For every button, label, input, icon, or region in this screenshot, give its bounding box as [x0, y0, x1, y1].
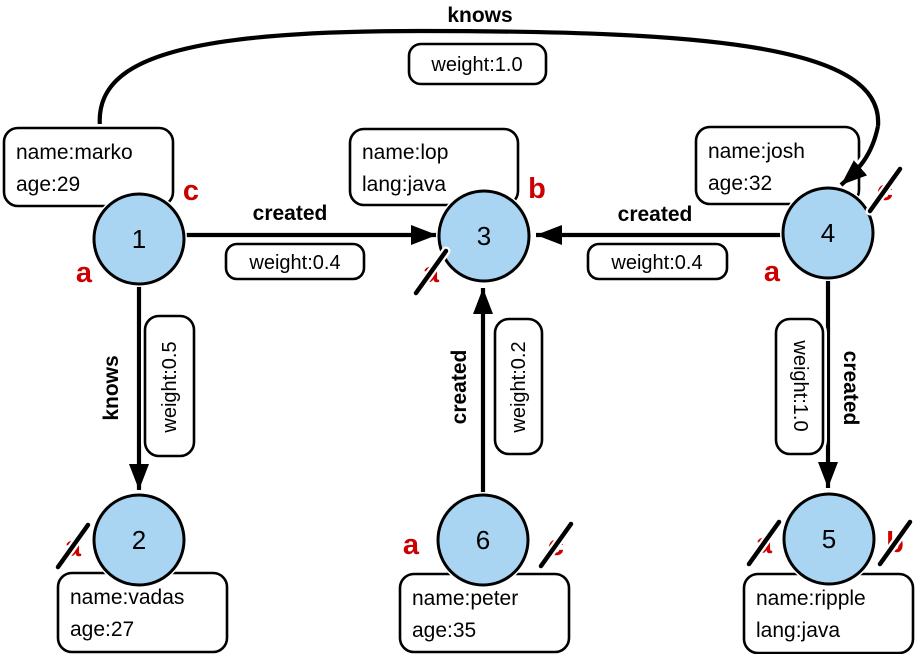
vertex-2: 2	[91, 492, 187, 588]
property-line: name:peter	[412, 587, 518, 610]
weight-box	[143, 314, 196, 458]
weight-box-4-3: weight:0.4	[584, 240, 731, 283]
property-line: age:27	[70, 618, 134, 641]
step-marker-vertex4-a: a	[764, 256, 781, 288]
vertex-4: 4	[780, 185, 876, 281]
weight-label: weight:0.4	[248, 252, 340, 274]
weight-box-4-5: weight:1.0	[772, 315, 827, 458]
weight-label: weight:1.0	[789, 339, 811, 431]
property-line: age:29	[16, 173, 80, 196]
property-line: lang:java	[756, 619, 840, 642]
step-marker-vertex4-c-crossed: c	[865, 164, 905, 216]
weight-box-1-2: weight:0.5	[141, 312, 198, 460]
step-marker-vertex1-a: a	[76, 257, 93, 289]
weight-label: weight:1.0	[430, 54, 522, 76]
property-line: name:josh	[708, 140, 805, 163]
edge-label: created	[618, 203, 693, 226]
cross-out-slash	[746, 519, 782, 567]
property-box	[348, 127, 520, 207]
vertex-circle	[782, 492, 876, 586]
vertex-circle	[92, 192, 186, 286]
step-marker-vertex3-a-crossed: a	[411, 246, 451, 298]
cross-out-slash	[877, 519, 913, 567]
weight-box	[493, 317, 544, 456]
vertex-id: 1	[132, 224, 146, 254]
vertex-1: 1	[91, 191, 187, 287]
weight-box-1-3: weight:0.4	[222, 240, 368, 283]
step-marker-vertex5-b-crossed: b	[875, 517, 915, 569]
vertex-6: 6	[435, 492, 531, 588]
step-marker-vertex6-c-crossed: c	[536, 519, 576, 571]
step-marker-vertex6-a: a	[403, 529, 420, 561]
vertex-id: 2	[132, 525, 146, 555]
property-line: name:vadas	[70, 586, 184, 609]
weight-box	[407, 42, 548, 86]
cross-out-slash	[55, 522, 91, 570]
weight-label: weight:0.2	[508, 341, 530, 433]
edge-label: created	[253, 202, 328, 225]
weight-label: weight:0.5	[159, 341, 181, 433]
vertex-circle	[92, 493, 186, 587]
property-box-lop: name:lop lang:java	[346, 125, 522, 209]
vertex-circle	[436, 493, 530, 587]
property-box	[2, 126, 175, 208]
weight-box-6-3: weight:0.2	[491, 315, 546, 458]
vertex-id: 5	[822, 524, 836, 554]
property-line: lang:java	[362, 173, 446, 196]
property-box-marko: name:marko age:29	[0, 124, 177, 210]
step-marker-vertex2-a-crossed: a	[53, 520, 93, 572]
property-line: age:35	[412, 619, 476, 642]
vertex-id: 6	[476, 525, 490, 555]
edge-arc	[97, 28, 881, 210]
vertex-5: 5	[781, 491, 877, 587]
property-line: name:lop	[362, 141, 448, 164]
property-line: name:marko	[16, 141, 133, 164]
cross-out-slash	[538, 521, 574, 569]
weight-label: weight:0.4	[610, 252, 702, 274]
edge-label: created	[448, 350, 471, 425]
vertex-3: 3	[436, 188, 532, 284]
step-marker-vertex1-c: c	[183, 175, 199, 207]
vertex-id: 4	[821, 218, 835, 248]
vertex-circle	[437, 189, 531, 283]
weight-box	[224, 242, 366, 281]
edge-arc-head	[839, 125, 881, 187]
weight-box	[586, 242, 729, 281]
weight-box	[774, 317, 825, 456]
property-line: age:32	[708, 172, 772, 195]
vertex-id: 3	[477, 221, 491, 251]
edge-label: knows	[447, 4, 512, 27]
step-marker-vertex5-a-crossed: a	[744, 517, 784, 569]
edge-1-knows-4-arc	[94, 25, 884, 211]
edge-label: knows	[100, 355, 123, 420]
step-marker-vertex3-b: b	[528, 173, 546, 205]
cross-out-slash	[413, 248, 449, 296]
edge-1-knows-4-arrow	[835, 124, 883, 191]
property-line: name:ripple	[756, 587, 866, 610]
weight-box-1-4: weight:1.0	[405, 40, 550, 88]
vertex-circle	[781, 186, 875, 280]
edge-label: created	[839, 351, 862, 426]
cross-out-slash	[867, 166, 903, 214]
